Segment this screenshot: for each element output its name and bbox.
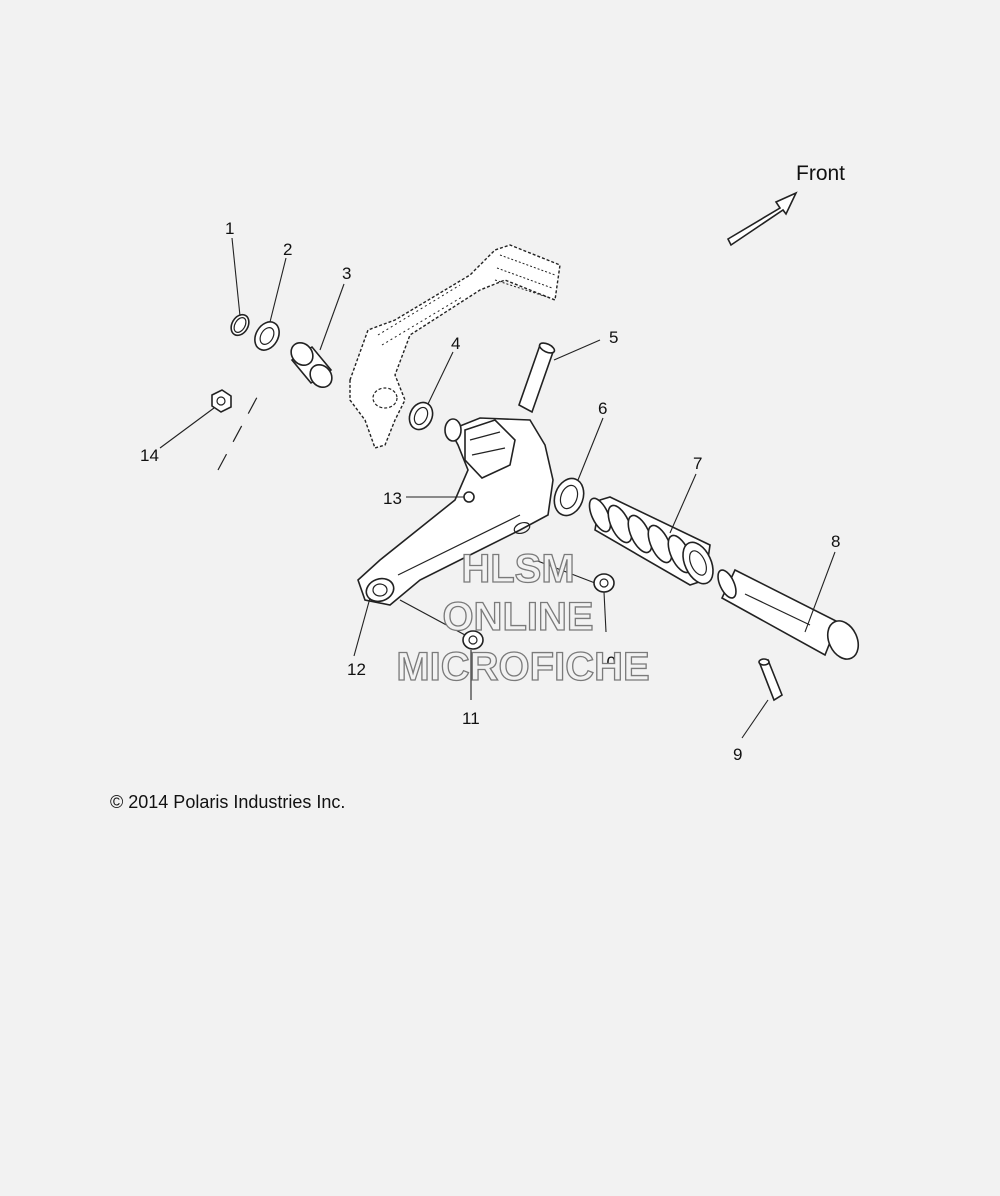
callout-14: 14 (140, 446, 159, 465)
bolt-10 (534, 559, 615, 593)
callout-9: 9 (733, 745, 742, 764)
washer-2 (254, 321, 280, 351)
watermark-line-3: MICROFICHE (396, 645, 649, 689)
footpeg-bracket (357, 417, 554, 606)
callout-8: 8 (831, 532, 840, 551)
bushing (290, 341, 333, 389)
callout-10: 10 (597, 653, 616, 672)
watermark-line-1: HLSM (461, 547, 574, 591)
nut (211, 389, 232, 413)
detent-ball (463, 491, 475, 503)
leader-lines (159, 237, 836, 739)
callout-6: 6 (598, 399, 607, 418)
front-arrow-icon (726, 191, 798, 247)
shift-lever (349, 244, 561, 449)
bolt-11 (399, 599, 484, 650)
callout-12: 12 (347, 660, 366, 679)
watermark-line-2: ONLINE (442, 595, 593, 639)
front-label: Front (796, 162, 845, 185)
washer-6 (553, 477, 585, 517)
callout-1: 1 (225, 219, 234, 238)
clevis-pin (518, 342, 556, 414)
footpeg-shaft (717, 568, 860, 660)
copyright-notice: © 2014 Polaris Industries Inc. (110, 792, 345, 812)
callout-3: 3 (342, 264, 351, 283)
callout-7: 7 (693, 454, 702, 473)
callout-11: 11 (462, 709, 480, 728)
callout-4: 4 (451, 334, 460, 353)
snap-ring (230, 313, 250, 337)
watermark: HLSM ONLINE MICROFICHE (396, 546, 651, 689)
washer-4 (408, 401, 434, 431)
callout-13: 13 (383, 489, 402, 508)
footpeg-rubber (588, 496, 714, 586)
callout-2: 2 (283, 240, 292, 259)
retaining-pin (758, 658, 783, 702)
callout-5: 5 (609, 328, 618, 347)
centerline (217, 387, 263, 471)
